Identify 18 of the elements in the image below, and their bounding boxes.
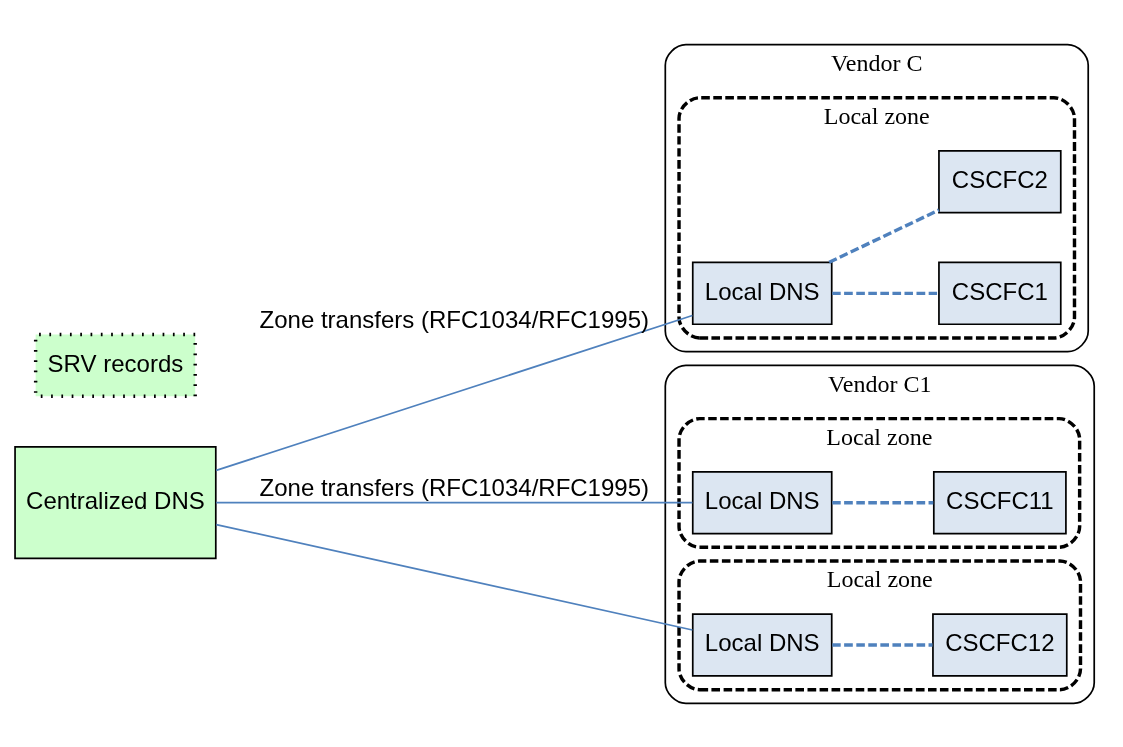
connector <box>832 642 933 647</box>
connector <box>832 500 934 504</box>
connector <box>832 291 939 295</box>
connector <box>215 501 694 504</box>
edge-label: Zone transfers (RFC1034/RFC1995) <box>259 305 650 333</box>
node-box: CSCFC11 <box>932 470 1067 534</box>
node-box: Local DNS <box>691 261 833 325</box>
connector <box>828 208 940 264</box>
connector <box>215 314 694 471</box>
node-box: Local DNS <box>691 612 833 677</box>
node-box: Local DNS <box>691 470 833 534</box>
node-box: Centralized DNS <box>14 445 217 559</box>
node-box: SRV records <box>33 332 197 398</box>
connector <box>215 523 694 631</box>
edge-label: Zone transfers (RFC1034/RFC1995) <box>259 473 650 501</box>
node-box: CSCFC2 <box>938 149 1062 214</box>
node-box: CSCFC1 <box>938 261 1062 325</box>
node-box: CSCFC12 <box>932 612 1068 677</box>
